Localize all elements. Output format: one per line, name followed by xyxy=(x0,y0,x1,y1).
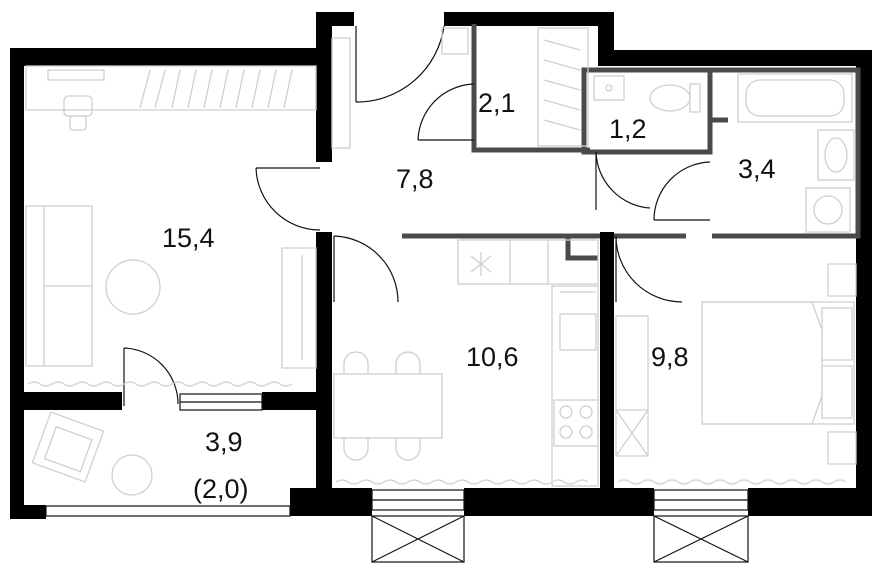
doors xyxy=(123,25,711,406)
bedroom-door-icon[interactable] xyxy=(615,235,683,303)
tv-stand-icon xyxy=(281,247,317,369)
kitchen-area: 10,6 xyxy=(466,342,519,372)
dining-table-icon xyxy=(333,351,443,461)
bed-icon xyxy=(701,301,855,425)
entrance-door-icon[interactable] xyxy=(355,25,445,103)
area-labels: 15,4 7,8 2,1 1,2 3,4 10,6 9,8 3,9 (2,0) xyxy=(162,88,776,504)
living-room-door-icon[interactable] xyxy=(255,167,321,231)
hallway-area: 7,8 xyxy=(396,164,434,194)
toilet-area: 1,2 xyxy=(609,114,647,144)
washing-machine-icon xyxy=(805,187,851,233)
wardrobe-icon xyxy=(615,315,649,457)
hallway-furniture xyxy=(331,37,351,149)
curtain-icon xyxy=(335,479,589,485)
bathroom-furniture xyxy=(737,73,855,233)
exterior-walls xyxy=(10,12,872,519)
toilet-furniture xyxy=(593,75,701,113)
kitchen-furniture xyxy=(333,239,599,487)
nightstand-icon xyxy=(827,263,857,297)
balcony-area: 3,9 xyxy=(205,427,243,457)
bathroom-door-icon[interactable] xyxy=(653,161,711,221)
bathroom-area: 3,4 xyxy=(738,154,776,184)
nightstand-icon xyxy=(827,431,857,465)
shelving-icon xyxy=(537,27,589,147)
boiler-icon xyxy=(441,27,469,55)
french-balcony-icon xyxy=(371,515,465,563)
toilet-icon xyxy=(649,83,701,113)
french-balcony-icon xyxy=(653,515,749,563)
sink-icon xyxy=(593,75,625,101)
stove-icon xyxy=(553,399,599,447)
bathtub-icon xyxy=(737,73,853,123)
bedroom-area: 9,8 xyxy=(651,342,689,372)
windows xyxy=(45,13,749,517)
round-table-icon xyxy=(105,259,161,315)
interior-partitions xyxy=(402,24,861,261)
balcony-door-icon[interactable] xyxy=(123,347,179,406)
side-table-icon xyxy=(111,454,153,496)
shelving-icon xyxy=(25,65,317,111)
wardrobe-icon xyxy=(331,37,351,149)
washbasin-icon xyxy=(817,129,855,181)
toilet-door-icon[interactable] xyxy=(595,151,651,210)
curtain-icon xyxy=(27,381,293,387)
kitchen-counter-icon xyxy=(457,239,599,285)
living-room-furniture xyxy=(25,65,317,387)
desk-chair-icon xyxy=(47,69,105,131)
kitchen-sink-icon xyxy=(559,291,597,351)
bedroom-furniture xyxy=(615,263,857,485)
living-room-area: 15,4 xyxy=(162,223,215,253)
storage-area: 2,1 xyxy=(478,88,516,118)
curtain-icon xyxy=(617,479,847,485)
armchair-icon xyxy=(31,411,105,483)
balcony-furniture xyxy=(31,411,153,496)
sofa-icon xyxy=(25,205,93,367)
storage-furniture xyxy=(441,27,589,147)
storage-door-icon[interactable] xyxy=(417,83,475,141)
balcony-reduced-area: (2,0) xyxy=(193,474,249,504)
kitchen-door-icon[interactable] xyxy=(333,235,399,303)
